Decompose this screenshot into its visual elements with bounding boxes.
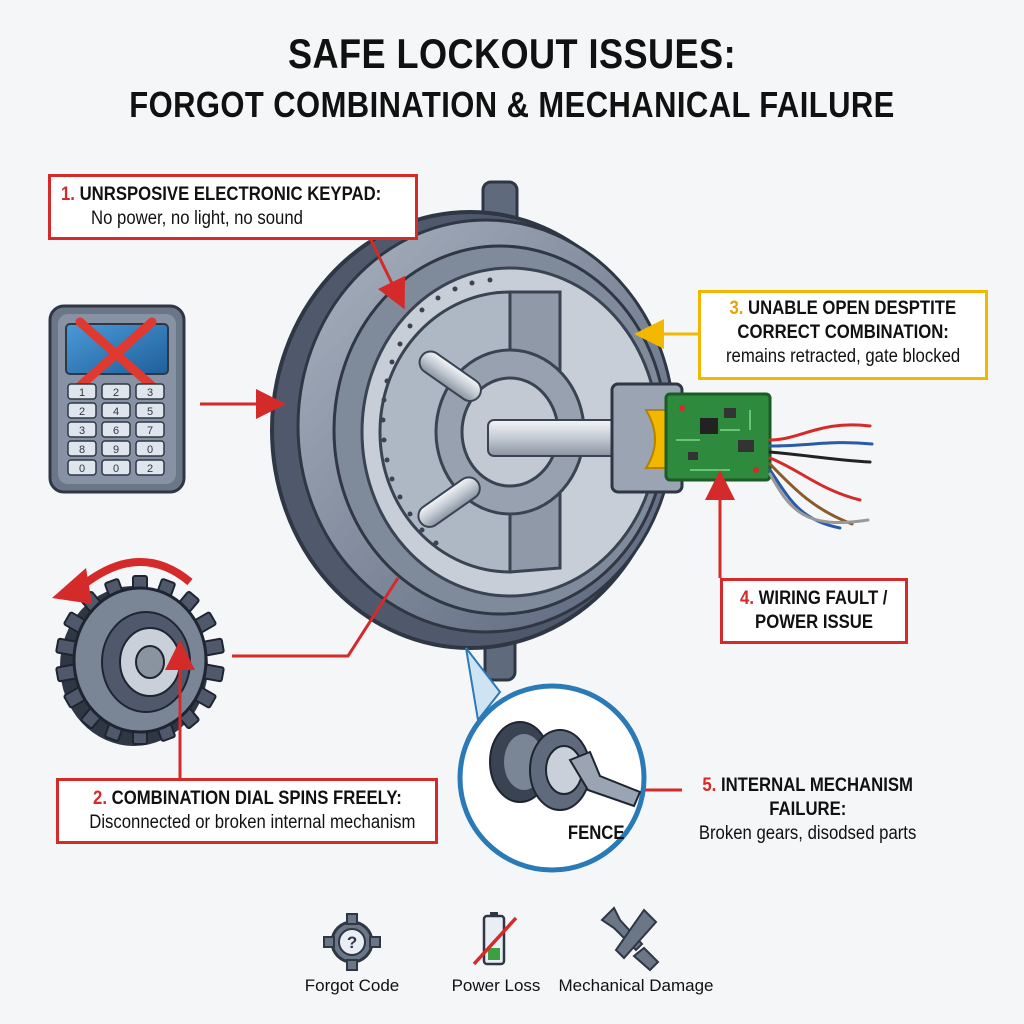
keypad-key-label: 5 — [147, 406, 153, 418]
dial-dot-ring — [380, 277, 493, 546]
callout-1-number: 1. — [61, 184, 75, 205]
callout-3-heading-1: UNABLE OPEN DESPTITE — [748, 298, 957, 319]
callout-5-detail: Broken gears, disodsed parts — [699, 823, 917, 844]
callout-1-heading: UNRSPOSIVE ELECTRONIC KEYPAD: — [79, 184, 382, 205]
keypad-key-label: 2 — [113, 387, 119, 399]
callout-combination: 3. UNABLE OPEN DESPTITE CORRECT COMBINAT… — [698, 290, 988, 380]
crossed-battery-icon — [472, 912, 518, 966]
svg-text:?: ? — [347, 933, 357, 952]
keypad-key-label: 2 — [147, 463, 153, 475]
wiring-harness — [768, 423, 874, 530]
keypad-key-label: 0 — [147, 444, 153, 456]
keypad-key — [67, 421, 97, 438]
callout-1-detail: No power, no light, no sound — [91, 208, 303, 229]
combination-dial — [52, 558, 225, 746]
keypad-keys: 1 2 3 2 4 5 3 6 7 8 9 0 0 0 2 — [67, 383, 165, 476]
callout-3-number: 3. — [729, 298, 744, 319]
keypad-key-label: 8 — [79, 444, 85, 456]
circuit-board — [664, 392, 772, 482]
keypad-key — [101, 440, 131, 457]
callout-3-detail: remains retracted, gate blocked — [725, 346, 961, 367]
keypad-x-icon — [75, 317, 157, 391]
callout-5-number: 5. — [702, 775, 717, 796]
keypad-key — [67, 402, 97, 419]
callout-5-heading-2: FAILURE: — [769, 799, 847, 820]
keypad-key-label: 0 — [113, 463, 119, 475]
keypad-key-label: 7 — [147, 425, 153, 437]
keypad-key — [135, 383, 165, 400]
callout-3-heading-2: CORRECT COMBINATION: — [737, 322, 949, 343]
page-subtitle: FORGOT COMBINATION & MECHANICAL FAILURE — [129, 84, 895, 125]
magnifier-label: FENCE — [567, 823, 625, 844]
keypad-key — [135, 402, 165, 419]
callout-4-number: 4. — [740, 588, 755, 609]
question-gear-icon: ? — [323, 913, 381, 971]
internal-gears — [489, 721, 642, 811]
keypad-key — [101, 383, 131, 400]
keypad-key — [67, 459, 97, 476]
magnifier-view — [457, 647, 647, 873]
callout-4-heading-2: POWER ISSUE — [754, 612, 873, 633]
callout-dial: 2. COMBINATION DIAL SPINS FREELY: Discon… — [56, 778, 438, 844]
keypad-key — [135, 421, 165, 438]
callout-keypad: 1. UNRSPOSIVE ELECTRONIC KEYPAD: No powe… — [48, 174, 418, 240]
legend-power-loss: Power Loss — [451, 976, 541, 995]
page-title: SAFE LOCKOUT ISSUES: — [287, 30, 737, 77]
callout-4-heading-1: WIRING FAULT / — [758, 588, 888, 609]
callout-wiring: 4. WIRING FAULT / POWER ISSUE — [720, 578, 908, 644]
keypad-key — [135, 459, 165, 476]
keypad-key-label: 0 — [79, 463, 85, 475]
legend-mechanical-damage: Mechanical Damage — [558, 976, 714, 995]
keypad-key-label: 2 — [79, 406, 85, 418]
keypad-key-label: 4 — [113, 406, 119, 418]
keypad-key-label: 9 — [113, 444, 119, 456]
callout-2-heading: COMBINATION DIAL SPINS FREELY: — [111, 788, 402, 809]
keypad-key-label: 3 — [79, 425, 85, 437]
broken-wrench-icon — [600, 906, 660, 972]
electronic-keypad: 1 2 3 2 4 5 3 6 7 8 9 0 0 0 2 — [48, 304, 186, 494]
keypad-key — [67, 383, 97, 400]
keypad-key-label: 1 — [79, 387, 85, 399]
callout-2-detail: Disconnected or broken internal mechanis… — [89, 812, 416, 833]
keypad-key-label: 3 — [147, 387, 153, 399]
keypad-key — [101, 402, 131, 419]
legend-forgot-code: Forgot Code — [304, 976, 400, 995]
callout-lines — [165, 237, 735, 805]
keypad-key — [67, 440, 97, 457]
keypad-key — [135, 440, 165, 457]
callout-2-number: 2. — [92, 788, 107, 809]
keypad-key-label: 6 — [113, 425, 119, 437]
callout-5-heading-1: INTERNAL MECHANISM — [721, 775, 914, 796]
keypad-key — [101, 421, 131, 438]
keypad-key — [101, 459, 131, 476]
callout-mechanism: 5. INTERNAL MECHANISM FAILURE: Broken ge… — [676, 774, 940, 846]
